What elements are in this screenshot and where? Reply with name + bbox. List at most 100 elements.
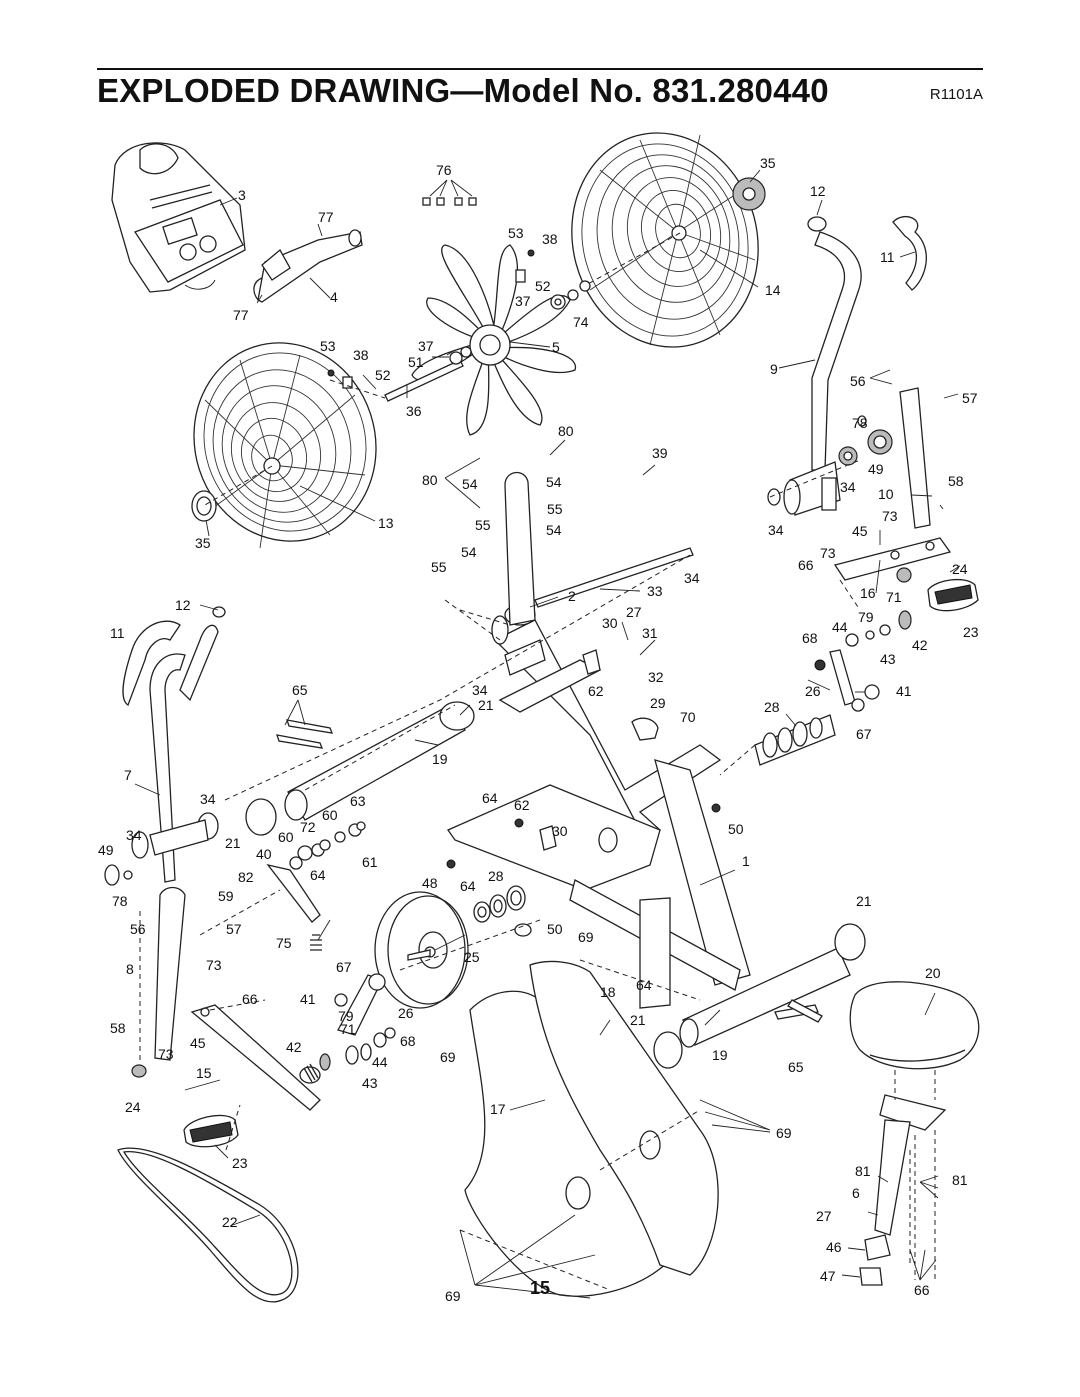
seat-part	[849, 981, 980, 1286]
callout-34: 34	[684, 570, 700, 586]
callout-68: 68	[400, 1033, 416, 1049]
callout-64: 64	[310, 867, 326, 883]
callout-52: 52	[535, 278, 551, 294]
callout-11: 11	[110, 625, 125, 641]
rear-stabilizer-part	[245, 701, 475, 836]
callout-31: 31	[642, 625, 658, 641]
callout-41: 41	[300, 991, 316, 1007]
callout-43: 43	[880, 651, 896, 667]
drive-belt-part	[117, 1147, 299, 1303]
callout-20: 20	[925, 965, 941, 981]
callout-12: 12	[810, 183, 826, 199]
upright-post-part	[504, 471, 694, 626]
callout-54: 54	[462, 476, 478, 492]
left-handlebar-part	[104, 606, 226, 1061]
callout-30: 30	[602, 615, 618, 631]
callout-59: 59	[218, 888, 234, 904]
callout-71: 71	[340, 1021, 356, 1037]
callout-40: 40	[256, 846, 272, 862]
callout-81: 81	[855, 1163, 871, 1179]
callout-50: 50	[728, 821, 744, 837]
callout-33: 33	[647, 583, 663, 599]
callout-48: 48	[422, 875, 438, 891]
callout-21: 21	[478, 697, 494, 713]
callout-9: 9	[770, 361, 778, 377]
callout-55: 55	[547, 501, 563, 517]
callout-65: 65	[788, 1059, 804, 1075]
leader-lines	[134, 169, 961, 1299]
callout-73: 73	[206, 957, 222, 973]
page-number: 15	[529, 1278, 551, 1298]
callout-18: 18	[600, 984, 616, 1000]
callout-69: 69	[578, 929, 594, 945]
callout-50: 50	[547, 921, 563, 937]
callout-52: 52	[375, 367, 391, 383]
callout-69: 69	[445, 1288, 461, 1304]
callout-80: 80	[422, 472, 438, 488]
callout-13: 13	[378, 515, 394, 531]
callout-54: 54	[546, 474, 562, 490]
callout-26: 26	[805, 683, 821, 699]
callout-81: 81	[952, 1172, 968, 1188]
callout-30: 30	[552, 823, 568, 839]
callout-19: 19	[712, 1047, 728, 1063]
callout-26: 26	[398, 1005, 414, 1021]
callout-67: 67	[856, 726, 872, 742]
callout-64: 64	[482, 790, 498, 806]
callout-14: 14	[765, 282, 781, 298]
callout-11: 11	[880, 249, 895, 265]
callout-53: 53	[508, 225, 524, 241]
callout-39: 39	[652, 445, 668, 461]
callout-15: 15	[196, 1065, 212, 1081]
callout-66: 66	[242, 991, 258, 1007]
callout-82: 82	[238, 869, 254, 885]
left-pedal-part	[131, 1004, 321, 1148]
title-rule	[97, 68, 983, 70]
callout-47: 47	[820, 1268, 836, 1284]
callout-57: 57	[962, 390, 978, 406]
callout-1: 1	[742, 853, 750, 869]
callout-3: 3	[238, 187, 246, 203]
flywheel-part	[374, 891, 469, 1009]
callout-42: 42	[286, 1039, 302, 1055]
callout-51: 51	[408, 354, 424, 370]
callout-4: 4	[330, 289, 338, 305]
callout-34: 34	[472, 682, 488, 698]
callout-74: 74	[573, 314, 589, 330]
callout-66: 66	[798, 557, 814, 573]
page-title: EXPLODED DRAWING—Model No. 831.280440	[97, 72, 829, 109]
callout-56: 56	[850, 373, 866, 389]
callout-44: 44	[832, 619, 848, 635]
callout-80: 80	[558, 423, 574, 439]
callout-58: 58	[948, 473, 964, 489]
callout-62: 62	[514, 797, 530, 813]
callout-labels: 76 35 12 3 77 53 38 11 52 14 4 37 74 77 …	[98, 155, 979, 1304]
callout-32: 32	[648, 669, 664, 685]
callout-46: 46	[826, 1239, 842, 1255]
callout-57: 57	[226, 921, 242, 937]
callout-36: 36	[406, 403, 422, 419]
callout-77: 77	[318, 209, 334, 225]
fan-guard-right-part	[571, 132, 759, 348]
callout-28: 28	[764, 699, 780, 715]
shrouds-part	[464, 960, 719, 1297]
callout-21: 21	[225, 835, 241, 851]
callout-35: 35	[195, 535, 211, 551]
callout-35: 35	[760, 155, 776, 171]
callout-37: 37	[515, 293, 531, 309]
callout-43: 43	[362, 1075, 378, 1091]
callout-69: 69	[776, 1125, 792, 1141]
right-pedal-part	[814, 537, 979, 671]
callout-62: 62	[588, 683, 604, 699]
callout-34: 34	[768, 522, 784, 538]
callout-69: 69	[440, 1049, 456, 1065]
left-crank-part	[299, 973, 396, 1084]
callout-60: 60	[322, 807, 338, 823]
callout-34: 34	[840, 479, 856, 495]
callout-10: 10	[878, 486, 894, 502]
callout-27: 27	[816, 1208, 832, 1224]
callout-21: 21	[630, 1012, 646, 1028]
callout-24: 24	[952, 561, 968, 577]
callout-49: 49	[868, 461, 884, 477]
